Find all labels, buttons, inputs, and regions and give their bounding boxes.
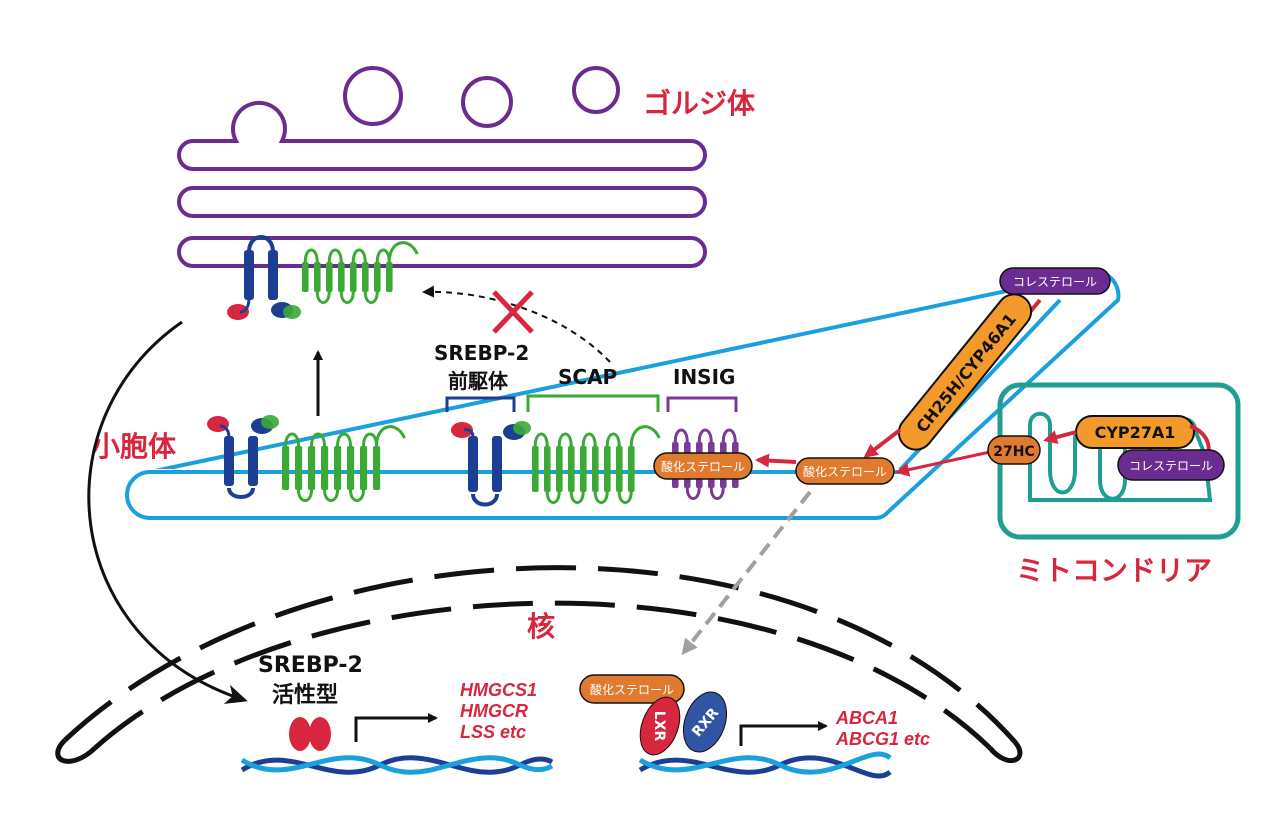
golgi-cisterna xyxy=(177,186,707,218)
gene-hmgcr: HMGCR xyxy=(460,701,528,721)
transmembrane-helix xyxy=(282,446,290,490)
svg-text:コレステロール: コレステロール xyxy=(1013,275,1097,289)
transmembrane-helix xyxy=(308,446,316,490)
blocked-transport-arrow xyxy=(422,285,611,363)
arrow-oxysterol-to-insig xyxy=(755,453,797,468)
block-x-mark xyxy=(492,290,534,334)
svg-text:27HC: 27HC xyxy=(993,444,1034,460)
pill-oxysterol-insig: 酸化ステロール xyxy=(653,452,753,480)
svg-text:LXR: LXR xyxy=(651,711,667,742)
transmembrane-helix xyxy=(362,262,369,292)
transmembrane-helix xyxy=(374,262,381,292)
gene-abca1: ABCA1 xyxy=(835,708,898,728)
svg-text:CH25H/CYP46A1: CH25H/CYP46A1 xyxy=(912,310,1020,437)
svg-text:酸化ステロール: 酸化ステロール xyxy=(590,682,674,697)
transmembrane-helix xyxy=(628,446,635,492)
arrow-27hc-to-er xyxy=(895,450,991,477)
arrow-golgi-to-nucleus xyxy=(87,320,248,704)
dna-left xyxy=(240,755,554,775)
bracket-scap xyxy=(526,394,660,412)
transmembrane-helix xyxy=(360,446,368,490)
gene-abcg1: ABCG1 etc xyxy=(835,729,930,749)
scap-er-left xyxy=(282,425,406,502)
srebp2-precursor-label-2: 前駆体 xyxy=(448,369,509,393)
pill-oxysterol-nucleus: 酸化ステロール xyxy=(579,674,685,704)
nuclear-envelope-cap-left xyxy=(55,738,97,764)
transmembrane-helix xyxy=(321,446,329,490)
nuclear-envelope-inner xyxy=(93,600,992,750)
svg-text:酸化ステロール: 酸化ステロール xyxy=(661,459,745,474)
srebp2-active-label-2: 活性型 xyxy=(272,683,338,708)
golgi-cisterna xyxy=(177,100,707,171)
transmembrane-helix xyxy=(338,262,345,292)
transmembrane-helix xyxy=(604,446,611,492)
arrow-oxysterol-to-nucleus xyxy=(681,490,812,656)
pill-enzyme-ch25h: CH25H/CYP46A1 xyxy=(897,293,1033,451)
transmembrane-helix xyxy=(302,262,309,292)
transmembrane-helix xyxy=(347,446,355,490)
scap-er-right xyxy=(532,425,661,504)
transmembrane-helix xyxy=(544,446,551,492)
helix-loops xyxy=(303,241,419,304)
scap-label: SCAP xyxy=(558,365,617,389)
srebp-nterm-red xyxy=(227,304,249,320)
bracket-insig xyxy=(666,396,738,412)
golgi-label: ゴルジ体 xyxy=(643,87,756,120)
helix-loops xyxy=(533,425,661,504)
srebp-scap-er-left xyxy=(207,415,406,502)
gene-hmgcs1: HMGCS1 xyxy=(460,680,537,700)
dna-right xyxy=(638,751,892,779)
transcription-arrow-lxr xyxy=(739,721,828,746)
golgi-cisterna xyxy=(177,236,707,268)
transmembrane-helix xyxy=(592,446,599,492)
transcription-arrow-srebp xyxy=(354,713,438,742)
transmembrane-helix xyxy=(350,262,357,292)
arrow-enzyme-to-oxysterol xyxy=(863,428,902,458)
srebp2-precursor-label: SREBP-2 xyxy=(434,341,529,365)
nucleus-label: 核 xyxy=(527,610,555,643)
helix-loops xyxy=(284,425,406,502)
arrow-cyp27a1-to-27hc xyxy=(1043,430,1077,444)
transmembrane-helix xyxy=(556,446,563,492)
insig-label: INSIG xyxy=(673,365,735,389)
transmembrane-helix xyxy=(580,446,587,492)
helix-loops xyxy=(673,428,737,500)
golgi-vesicle xyxy=(572,66,620,114)
svg-text:CYP27A1: CYP27A1 xyxy=(1095,423,1176,442)
transmembrane-helix xyxy=(616,446,623,492)
pill-27hc: 27HC xyxy=(987,435,1041,465)
svg-text:酸化ステロール: 酸化ステロール xyxy=(803,464,887,479)
pill-oxysterol-er: 酸化ステロール xyxy=(795,457,895,485)
srebp2-active-dimer xyxy=(289,717,331,751)
pill-cholesterol-er: コレステロール xyxy=(999,267,1111,295)
lxr-receptor: LXR xyxy=(639,696,681,756)
nuclear-envelope-cap-right xyxy=(988,740,1023,763)
gene-lss: LSS etc xyxy=(460,722,526,742)
nuclear-envelope-outer xyxy=(63,565,1017,744)
scap-golgi xyxy=(302,241,419,304)
rxr-receptor: RXR xyxy=(682,691,728,753)
transmembrane-helix xyxy=(314,262,321,292)
transmembrane-helix xyxy=(326,262,333,292)
srebp-scap-golgi xyxy=(227,235,419,320)
transmembrane-helix xyxy=(334,446,342,490)
er-label: 小胞体 xyxy=(92,430,177,463)
pill-cholesterol-mito: コレステロール xyxy=(1117,449,1225,481)
bracket-srebp xyxy=(445,396,516,412)
transmembrane-helix xyxy=(532,446,539,492)
mitochondria-label: ミトコンドリア xyxy=(1016,554,1212,587)
svg-text:コレステロール: コレステロール xyxy=(1129,459,1213,473)
transmembrane-helix xyxy=(373,446,381,490)
srebp2-active-label: SREBP-2 xyxy=(258,653,363,678)
transmembrane-helix xyxy=(386,262,393,292)
transmembrane-helix xyxy=(568,446,575,492)
golgi-apparatus xyxy=(177,66,707,268)
transmembrane-helix xyxy=(295,446,303,490)
golgi-vesicle xyxy=(461,76,513,128)
golgi-vesicle xyxy=(343,66,403,126)
pill-cyp27a1: CYP27A1 xyxy=(1075,415,1195,449)
